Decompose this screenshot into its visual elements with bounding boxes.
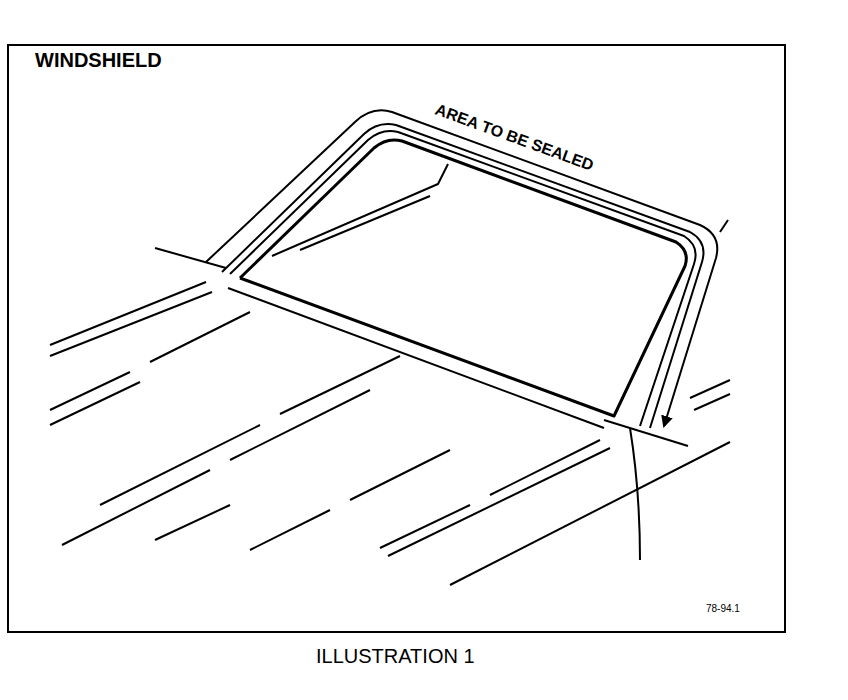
cowl-line	[228, 288, 604, 428]
frame	[8, 45, 785, 632]
mirror-line	[300, 196, 430, 250]
callout-label: AREA TO BE SEALED	[431, 100, 598, 175]
pillar-line	[222, 124, 704, 428]
figure-number: 78-94.1	[706, 603, 740, 614]
pillar-line	[230, 131, 696, 426]
mirror-line	[272, 164, 448, 256]
seal-limit	[155, 248, 226, 268]
hood-lines	[50, 220, 730, 585]
title: WINDSHIELD	[35, 49, 162, 71]
seal-arrow	[206, 110, 717, 426]
seal-limit	[604, 420, 688, 446]
mark	[405, 44, 480, 46]
caption: ILLUSTRATION 1	[316, 645, 475, 667]
windshield-lines	[155, 110, 717, 446]
